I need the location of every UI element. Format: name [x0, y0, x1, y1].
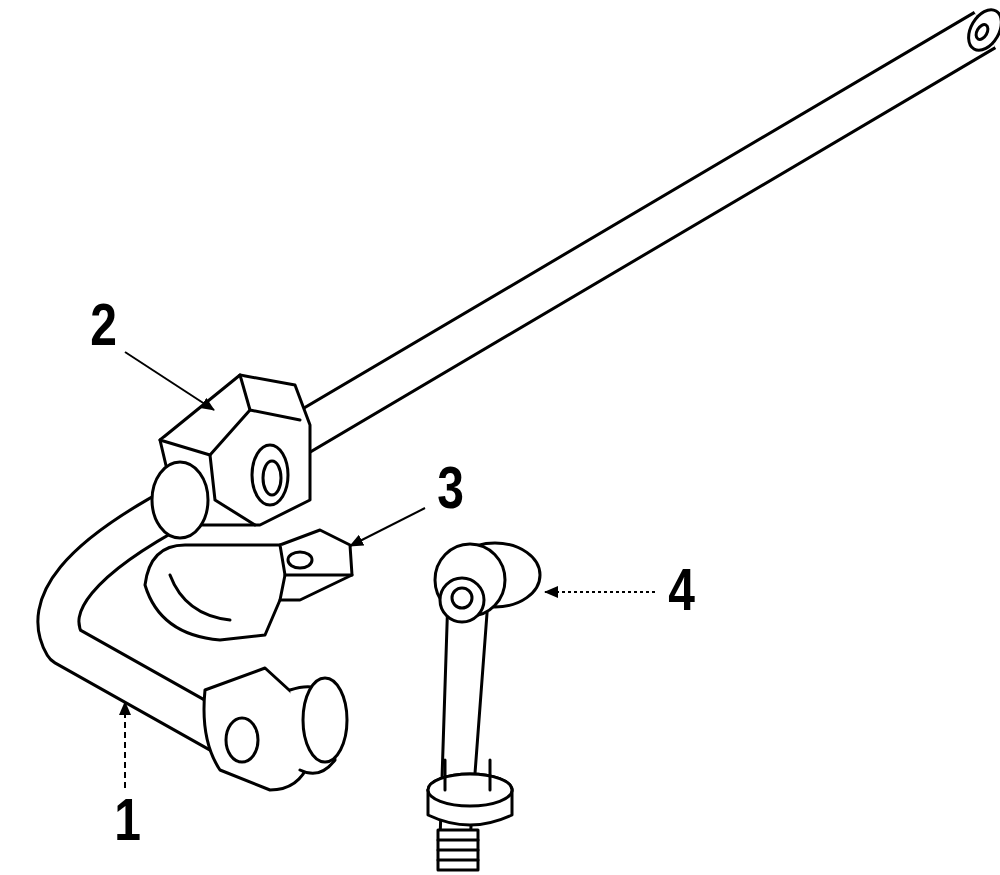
callout-number: 3	[437, 458, 464, 518]
callout-number: 1	[114, 790, 141, 850]
callout-number: 2	[90, 295, 117, 355]
callout-number: 4	[668, 560, 695, 620]
